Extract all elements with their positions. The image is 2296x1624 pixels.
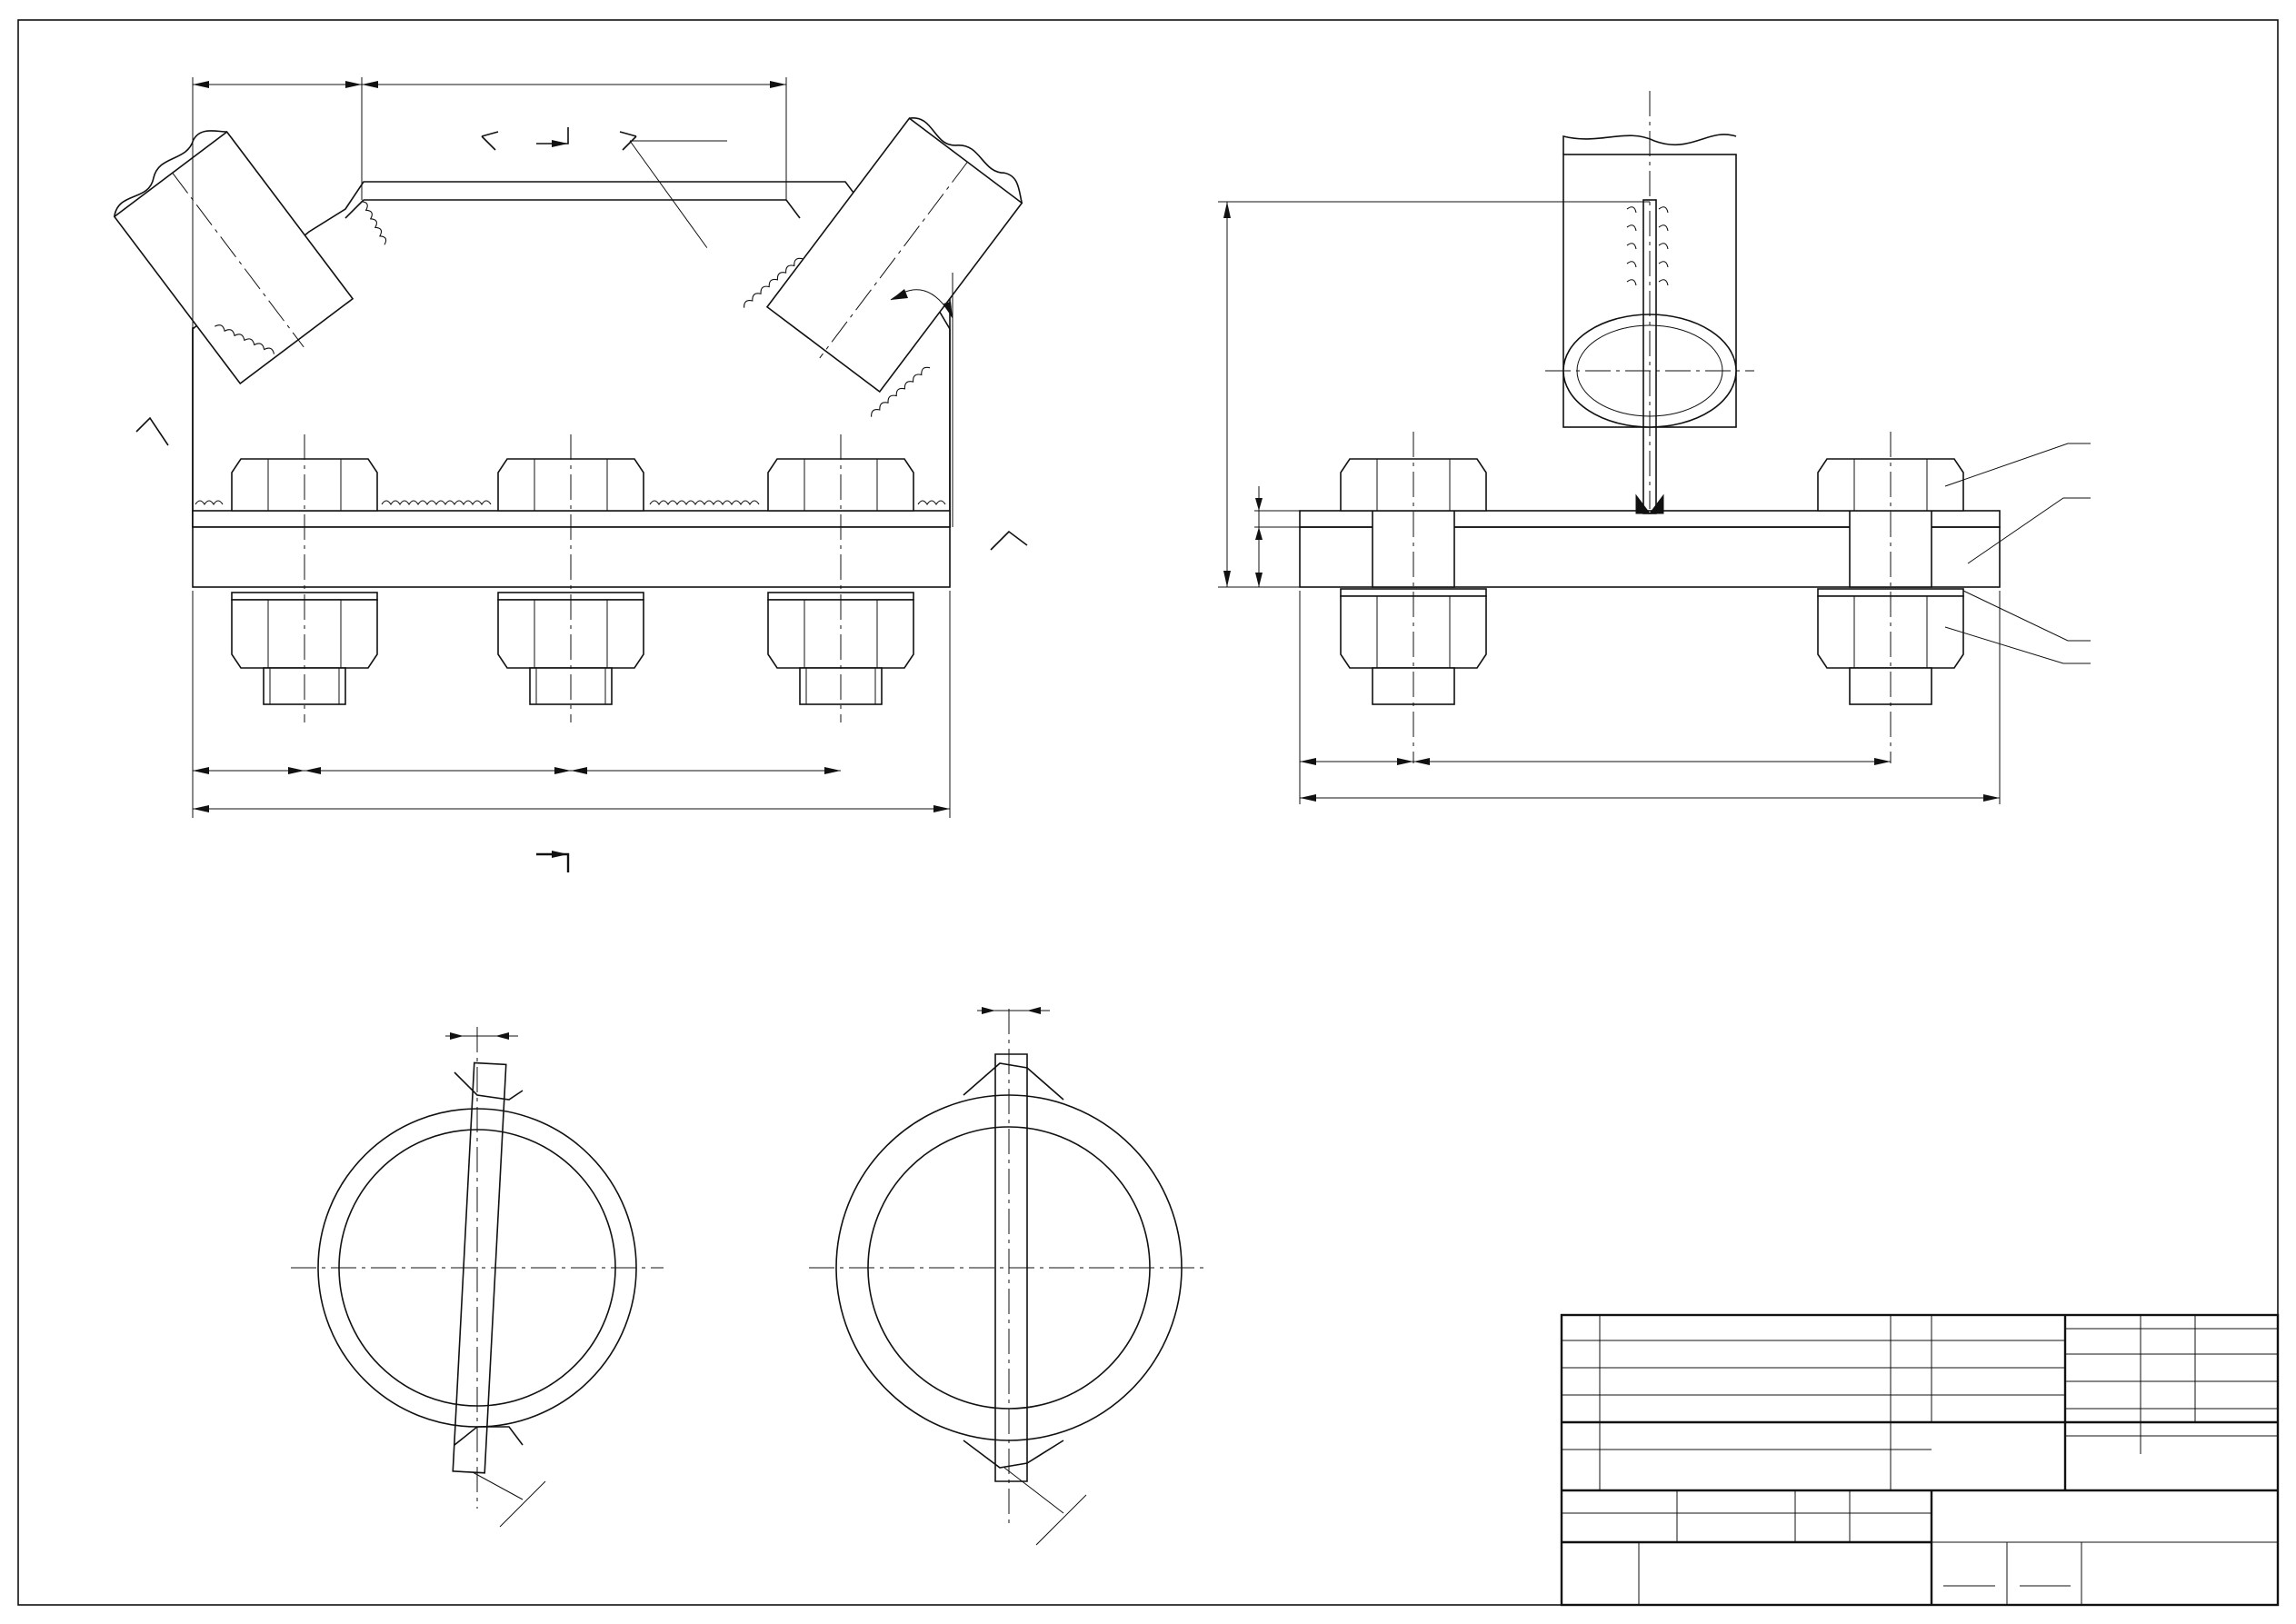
left-tube: [113, 130, 354, 385]
tube-section-left: [291, 1027, 664, 1528]
section-marks: [135, 127, 1028, 872]
bolt-2: [497, 434, 644, 722]
front-dimensions: [192, 77, 953, 818]
bolt-1: [231, 434, 378, 722]
front-bolts: [231, 434, 914, 722]
tube-section-right: [809, 1007, 1209, 1546]
side-section-view: [1218, 91, 2091, 804]
front-view: [113, 77, 1028, 872]
weld-beads-front: [195, 201, 946, 506]
side-bolt-1: [1340, 432, 1487, 763]
sheet-frame: [17, 19, 2279, 1606]
bolt-3: [767, 434, 914, 722]
side-leaders: [1944, 443, 2091, 664]
side-bolt-2: [1817, 432, 1964, 763]
right-tube: [765, 116, 1023, 394]
title-block: [1560, 1313, 2280, 1607]
side-dimensions: [1218, 201, 2001, 804]
side-flange-plate: [1299, 526, 2001, 588]
